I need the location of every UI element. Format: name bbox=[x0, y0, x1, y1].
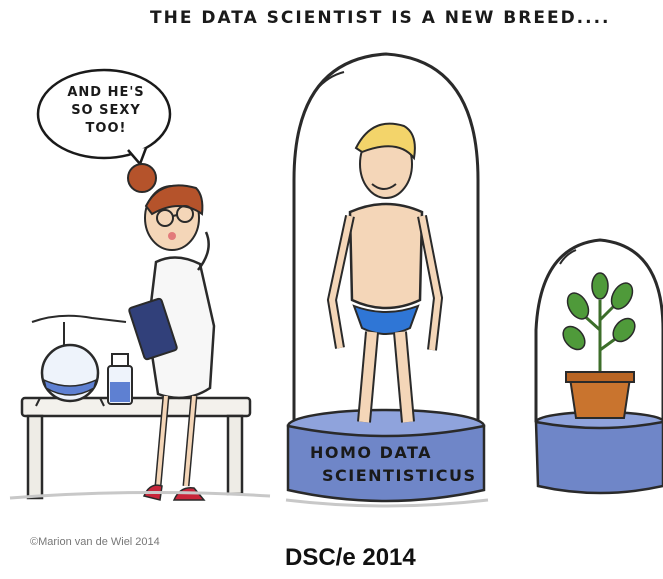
lab-glassware bbox=[31, 314, 133, 407]
speech-bubble bbox=[36, 68, 172, 167]
woman-scientist bbox=[127, 163, 216, 501]
copyright-text: ©Marion van de Wiel 2014 bbox=[30, 536, 160, 548]
potted-plant bbox=[562, 272, 636, 419]
glass-dome-man bbox=[286, 52, 486, 503]
pedestal-line-2: SCIENTISTICUS bbox=[322, 466, 477, 485]
pedestal-label: HOMO DATA SCIENTISTICUS bbox=[300, 443, 490, 485]
cartoon-title: THE DATA SCIENTIST IS A NEW BREED.... bbox=[150, 8, 611, 28]
data-scientist-man bbox=[326, 122, 444, 423]
lab-table bbox=[20, 396, 252, 500]
ground-shadows bbox=[9, 490, 489, 508]
pedestal-line-1: HOMO DATA bbox=[310, 443, 433, 462]
footer-caption: DSC/e 2014 bbox=[285, 544, 416, 571]
speech-bubble-text: AND HE'S SO SEXY TOO! bbox=[67, 85, 145, 136]
